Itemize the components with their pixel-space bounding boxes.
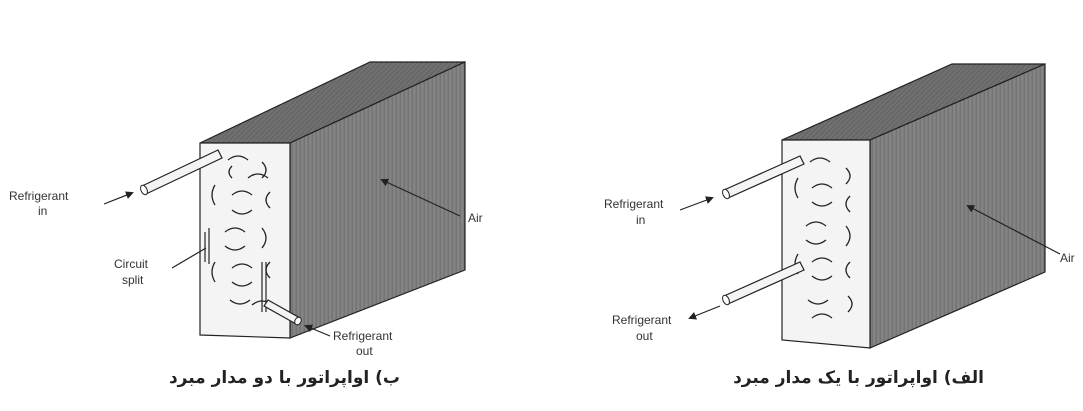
refrigerant-in-tube bbox=[140, 149, 223, 196]
label-circuit-split-line1: Circuit bbox=[114, 257, 149, 271]
evaporator-one-circuit: Refrigerant in Refrigerant out Air bbox=[604, 63, 1075, 349]
refrigerant-in-tube bbox=[722, 155, 805, 200]
label-refrigerant-in-line2: in bbox=[636, 213, 645, 227]
label-air: Air bbox=[468, 211, 483, 225]
label-refrigerant-out-line2: out bbox=[636, 329, 653, 343]
label-air: Air bbox=[1060, 251, 1075, 265]
label-refrigerant-in-line1: Refrigerant bbox=[604, 197, 664, 211]
label-refrigerant-out-line1: Refrigerant bbox=[612, 313, 672, 327]
circuit-split-pointer bbox=[171, 247, 207, 269]
evaporator-two-circuit: Refrigerant in Circuit split Refrigerant… bbox=[9, 61, 483, 358]
return-bends bbox=[794, 157, 853, 319]
label-refrigerant-out-line1: Refrigerant bbox=[333, 329, 393, 343]
label-refrigerant-in-line2: in bbox=[38, 204, 47, 218]
caption-two-circuit: ب) اواپراتور با دو مدار مبرد bbox=[168, 368, 400, 388]
refrigerant-out-tube bbox=[263, 299, 302, 326]
refrigerant-in-arrow bbox=[679, 196, 714, 211]
refrigerant-in-arrow bbox=[103, 191, 134, 205]
refrigerant-out-tube bbox=[722, 261, 805, 306]
tube-end-face bbox=[199, 142, 291, 339]
caption-one-circuit: الف) اواپراتور با یک مدار مبرد bbox=[733, 368, 984, 388]
label-refrigerant-out-line2: out bbox=[356, 344, 373, 358]
label-circuit-split-line2: split bbox=[122, 273, 144, 287]
tube-end-face bbox=[781, 139, 871, 349]
air-pointer bbox=[380, 178, 461, 217]
label-refrigerant-in-line1: Refrigerant bbox=[9, 189, 69, 203]
air-pointer bbox=[966, 205, 1061, 255]
refrigerant-out-arrow bbox=[688, 305, 721, 320]
refrigerant-out-arrow bbox=[304, 324, 331, 337]
